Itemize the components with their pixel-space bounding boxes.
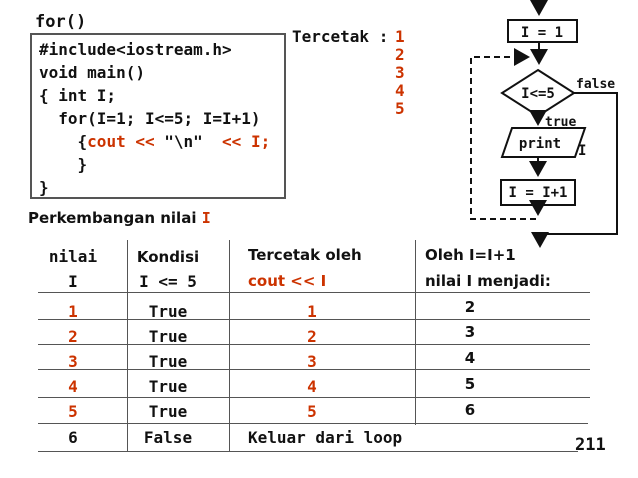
table-line bbox=[38, 369, 590, 370]
page-number: 211 bbox=[575, 435, 606, 455]
col-header-cout: cout << I bbox=[248, 272, 327, 290]
flow-true-label: true bbox=[545, 115, 576, 130]
cell-kondisi: True bbox=[148, 302, 188, 321]
cell-nilai: 3 bbox=[68, 352, 78, 371]
col-header-kondisi-expr: I <= 5 bbox=[139, 272, 197, 291]
code-block: #include<iostream.h> void main() { int I… bbox=[30, 33, 286, 199]
flow-false-label: false bbox=[576, 77, 615, 92]
cell-menjadi: 2 bbox=[464, 298, 476, 316]
table-line bbox=[38, 344, 590, 345]
flow-condition-label: I<=5 bbox=[521, 86, 555, 102]
cell-nilai: 6 bbox=[68, 428, 78, 447]
table-line bbox=[38, 319, 590, 320]
table-line bbox=[229, 240, 230, 451]
cell-tercetak: 2 bbox=[307, 327, 317, 346]
table-heading: Perkembangan nilai I bbox=[28, 209, 211, 227]
cell-menjadi: 4 bbox=[464, 349, 476, 367]
output-value: 3 bbox=[395, 63, 405, 82]
cell-menjadi: 3 bbox=[464, 323, 476, 341]
col-header-nilai-var: I bbox=[68, 272, 78, 291]
flow-print-shape bbox=[500, 127, 587, 158]
cell-nilai: 1 bbox=[68, 302, 78, 321]
output-value: 1 bbox=[395, 27, 405, 46]
cell-menjadi: 6 bbox=[464, 401, 476, 419]
col-header-menjadi: nilai I menjadi: bbox=[425, 272, 551, 290]
code-line: {cout << "\n" << I; bbox=[39, 132, 271, 151]
cell-kondisi: True bbox=[148, 352, 188, 371]
flow-init-label: I = 1 bbox=[521, 25, 563, 41]
value-table: nilai I Kondisi I <= 5 Tercetak oleh cou… bbox=[38, 240, 590, 454]
col-header-nilai: nilai bbox=[48, 247, 98, 266]
flow-increment-label: I = I+1 bbox=[508, 185, 567, 201]
code-line: { int I; bbox=[39, 86, 117, 105]
cell-nilai: 5 bbox=[68, 402, 78, 421]
cell-tercetak: 3 bbox=[307, 352, 317, 371]
cell-kondisi: True bbox=[148, 402, 188, 421]
table-heading-variable: I bbox=[201, 209, 211, 227]
flow-print-arg: I bbox=[578, 143, 586, 159]
code-line: } bbox=[39, 178, 49, 197]
slide-title: for() bbox=[35, 12, 95, 35]
output-values: 1 2 3 4 5 bbox=[395, 28, 405, 118]
cell-kondisi: True bbox=[148, 377, 188, 396]
cell-tercetak: Keluar dari loop bbox=[248, 428, 403, 447]
output-value: 4 bbox=[395, 81, 405, 100]
table-line bbox=[127, 240, 128, 451]
table-line bbox=[38, 292, 590, 293]
cell-tercetak: 4 bbox=[307, 377, 317, 396]
col-header-kondisi: Kondisi bbox=[136, 248, 200, 266]
code-line: } bbox=[39, 155, 88, 174]
cell-kondisi: True bbox=[148, 327, 188, 346]
code-line: #include<iostream.h> bbox=[39, 40, 232, 59]
flow-print-label: print bbox=[519, 136, 561, 152]
flow-false-path bbox=[531, 92, 618, 248]
code-line: void main() bbox=[39, 63, 145, 82]
table-line bbox=[415, 240, 416, 425]
cell-menjadi bbox=[415, 426, 525, 444]
table-line bbox=[38, 397, 590, 398]
table-line bbox=[38, 423, 588, 424]
flow-loop-dashed-path bbox=[470, 48, 536, 220]
output-value: 5 bbox=[395, 99, 405, 118]
cell-tercetak: 5 bbox=[307, 402, 317, 421]
output-label: Tercetak : bbox=[292, 27, 398, 46]
table-heading-text: Perkembangan nilai bbox=[28, 209, 202, 227]
cell-nilai: 4 bbox=[68, 377, 78, 396]
col-header-tercetak: Tercetak oleh bbox=[248, 246, 362, 264]
cell-menjadi: 5 bbox=[464, 375, 476, 393]
output-value: 2 bbox=[395, 45, 405, 64]
flow-init-box bbox=[507, 19, 578, 43]
cell-nilai: 2 bbox=[68, 327, 78, 346]
flowchart: I = 1 I<=5 false true print I I = I+1 bbox=[470, 0, 618, 248]
col-header-oleh: Oleh I=I+1 bbox=[425, 246, 516, 264]
cell-kondisi: False bbox=[143, 428, 193, 447]
code-line: for(I=1; I<=5; I=I+1) bbox=[39, 109, 261, 128]
cell-tercetak: 1 bbox=[307, 302, 317, 321]
table-line bbox=[38, 451, 578, 452]
